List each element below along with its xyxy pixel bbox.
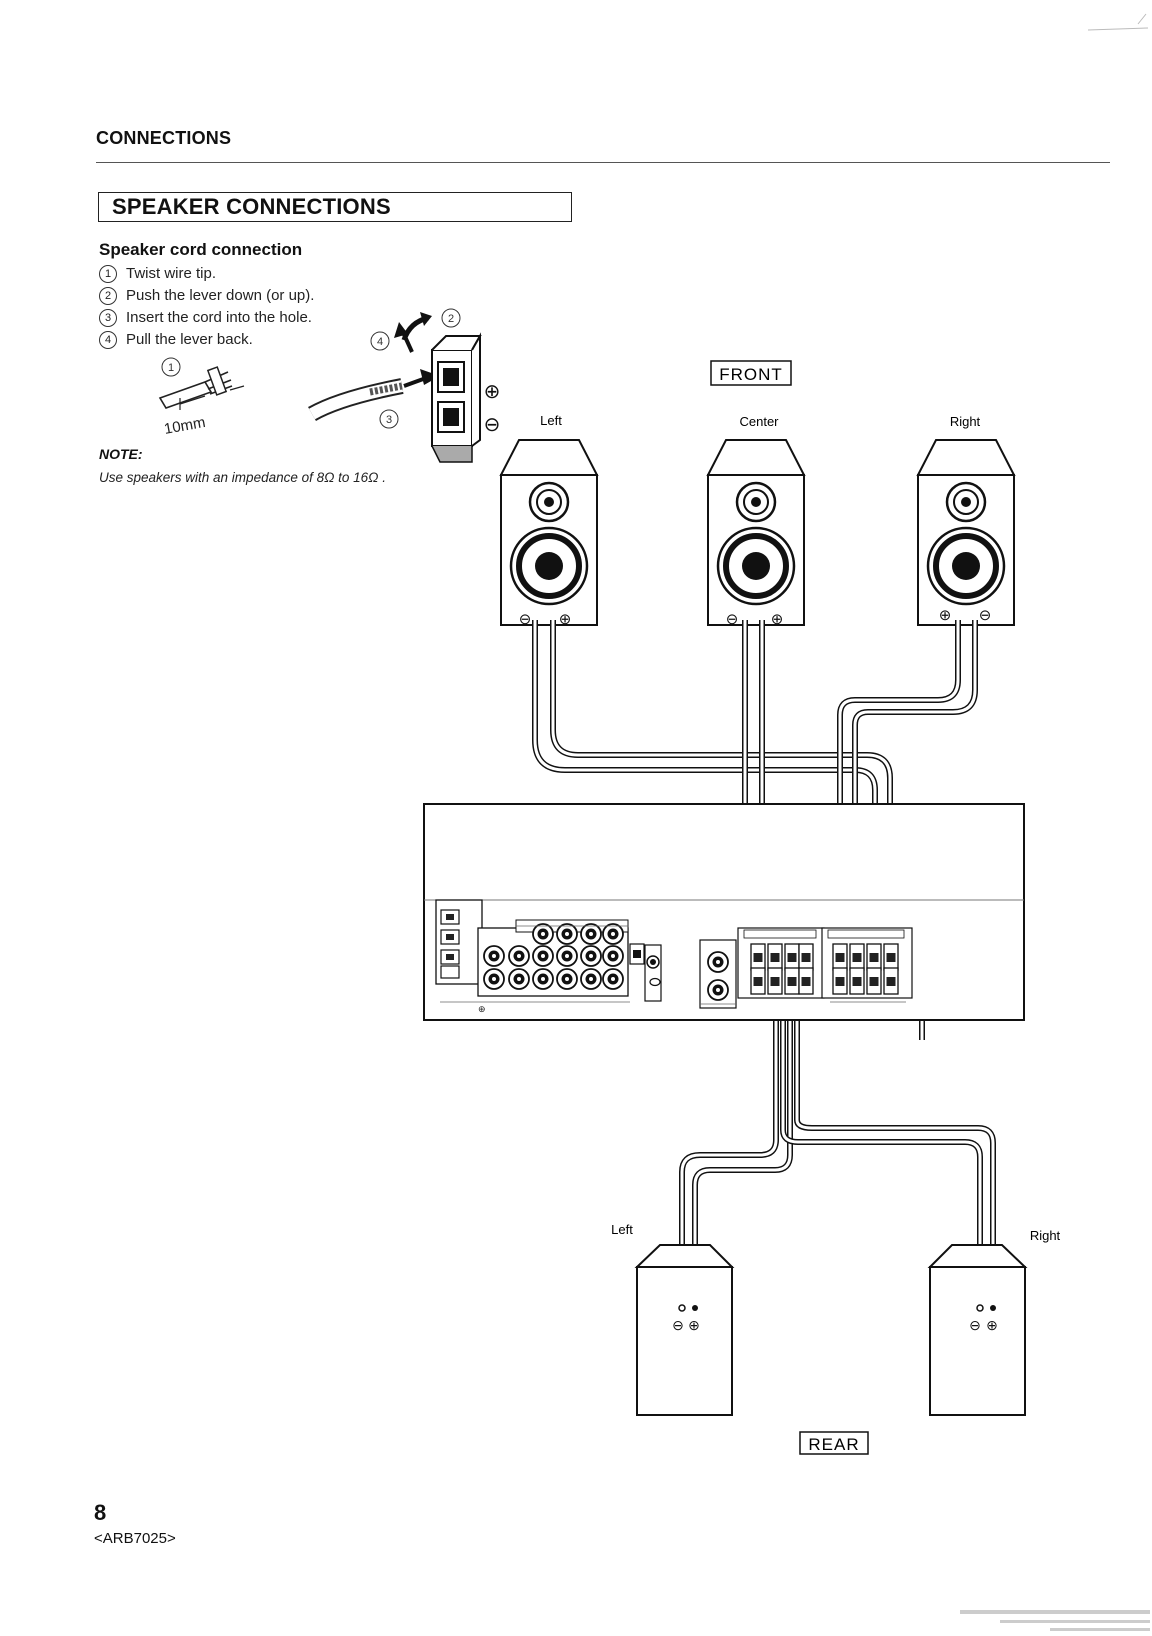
front-right-speaker (918, 440, 1014, 625)
front-label: FRONT (719, 365, 783, 384)
svg-text:⊕: ⊕ (771, 611, 784, 628)
front-left-speaker (501, 440, 597, 625)
svg-text:⊖: ⊖ (979, 607, 992, 624)
svg-text:⊖: ⊖ (969, 1317, 981, 1333)
rear-label: REAR (808, 1435, 859, 1454)
svg-text:⊕: ⊕ (986, 1317, 998, 1333)
terminal-plus-label: ⊕ (484, 381, 501, 403)
svg-text:2: 2 (448, 313, 454, 325)
strip-length-label: 10mm (163, 414, 207, 438)
cord-illustration: 1 10mm 3 4 2 ⊕ ⊖ (160, 309, 500, 462)
svg-text:⊕: ⊕ (939, 607, 952, 624)
rear-left-speaker (637, 1245, 732, 1415)
svg-text:3: 3 (386, 414, 392, 426)
scan-artifact-top (1088, 14, 1148, 30)
svg-text:⊕: ⊕ (559, 611, 572, 628)
svg-text:⊖: ⊖ (519, 611, 532, 628)
front-right-label: Right (950, 414, 981, 429)
front-center-label: Center (739, 414, 779, 429)
rear-left-label: Left (611, 1222, 633, 1237)
svg-text:1: 1 (168, 362, 174, 374)
front-left-label: Left (540, 413, 562, 428)
svg-text:⊕: ⊕ (688, 1317, 700, 1333)
svg-text:⊖: ⊖ (672, 1317, 684, 1333)
front-center-speaker (708, 440, 804, 625)
svg-text:⊕: ⊕ (478, 1004, 486, 1014)
receiver-rear-panel: ⊕ (424, 804, 1024, 1020)
svg-text:⊖: ⊖ (726, 611, 739, 628)
scan-artifact-bottom (960, 1610, 1150, 1631)
rear-right-label: Right (1030, 1228, 1061, 1243)
svg-text:4: 4 (377, 336, 383, 348)
terminal-minus-label: ⊖ (484, 414, 501, 436)
page-number: 8 (94, 1500, 106, 1526)
doc-code: <ARB7025> (94, 1530, 176, 1547)
